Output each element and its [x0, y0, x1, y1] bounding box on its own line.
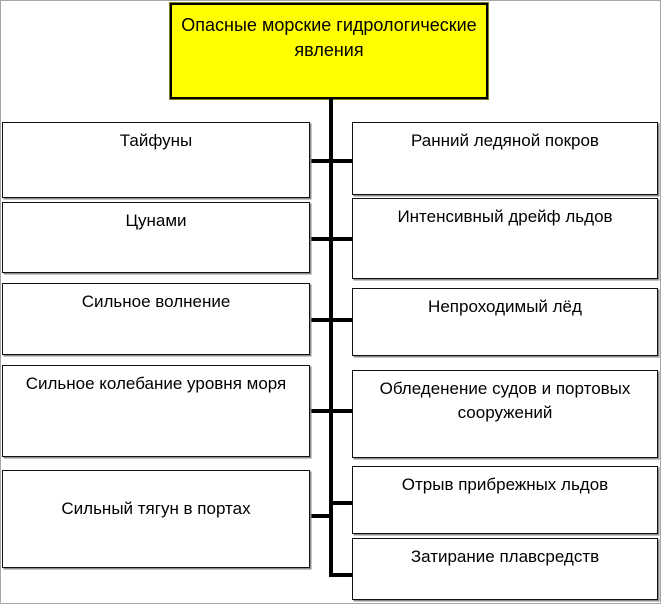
connector-right-1 — [329, 159, 354, 163]
left-node-4[interactable]: Сильное колебание уровня моря — [2, 365, 310, 457]
connector-left-3 — [309, 318, 331, 322]
left-node-3[interactable]: Сильное волнение — [2, 283, 310, 355]
right-node-3-label: Непроходимый лёд — [428, 297, 582, 316]
trunk-line — [329, 99, 333, 577]
right-node-4-label: Обледенение судов и портовых сооружений — [379, 379, 631, 422]
connector-right-5 — [329, 501, 354, 505]
left-node-3-label: Сильное волнение — [81, 292, 231, 311]
left-node-1[interactable]: Тайфуны — [2, 122, 310, 198]
root-node-label: Опасные морские гидрологические явления — [181, 15, 477, 60]
connector-left-1 — [309, 159, 331, 163]
connector-left-2 — [309, 237, 331, 241]
connector-right-4 — [329, 409, 354, 413]
right-node-5[interactable]: Отрыв прибрежных льдов — [352, 466, 658, 534]
connector-left-5 — [309, 514, 331, 518]
left-node-2-label: Цунами — [125, 211, 187, 230]
right-node-1[interactable]: Ранний ледяной покров — [352, 122, 658, 195]
connector-right-2 — [329, 237, 354, 241]
right-node-5-label: Отрыв прибрежных льдов — [401, 475, 609, 494]
right-node-3[interactable]: Непроходимый лёд — [352, 288, 658, 356]
right-node-6-label: Затирание плавсредств — [410, 547, 600, 566]
right-node-2-label: Интенсивный дрейф льдов — [397, 207, 613, 226]
connector-left-4 — [309, 409, 331, 413]
right-node-6[interactable]: Затирание плавсредств — [352, 538, 658, 600]
right-node-1-label: Ранний ледяной покров — [411, 131, 599, 150]
left-node-5-label: Сильный тягун в портах — [61, 499, 251, 518]
left-node-5[interactable]: Сильный тягун в портах — [2, 470, 310, 568]
root-node[interactable]: Опасные морские гидрологические явления — [169, 2, 489, 100]
right-node-2[interactable]: Интенсивный дрейф льдов — [352, 198, 658, 279]
connector-right-6 — [329, 573, 354, 577]
connector-right-3 — [329, 318, 354, 322]
left-node-1-label: Тайфуны — [119, 131, 193, 150]
right-node-4[interactable]: Обледенение судов и портовых сооружений — [352, 370, 658, 458]
left-node-4-label: Сильное колебание уровня моря — [25, 374, 287, 393]
left-node-2[interactable]: Цунами — [2, 202, 310, 273]
